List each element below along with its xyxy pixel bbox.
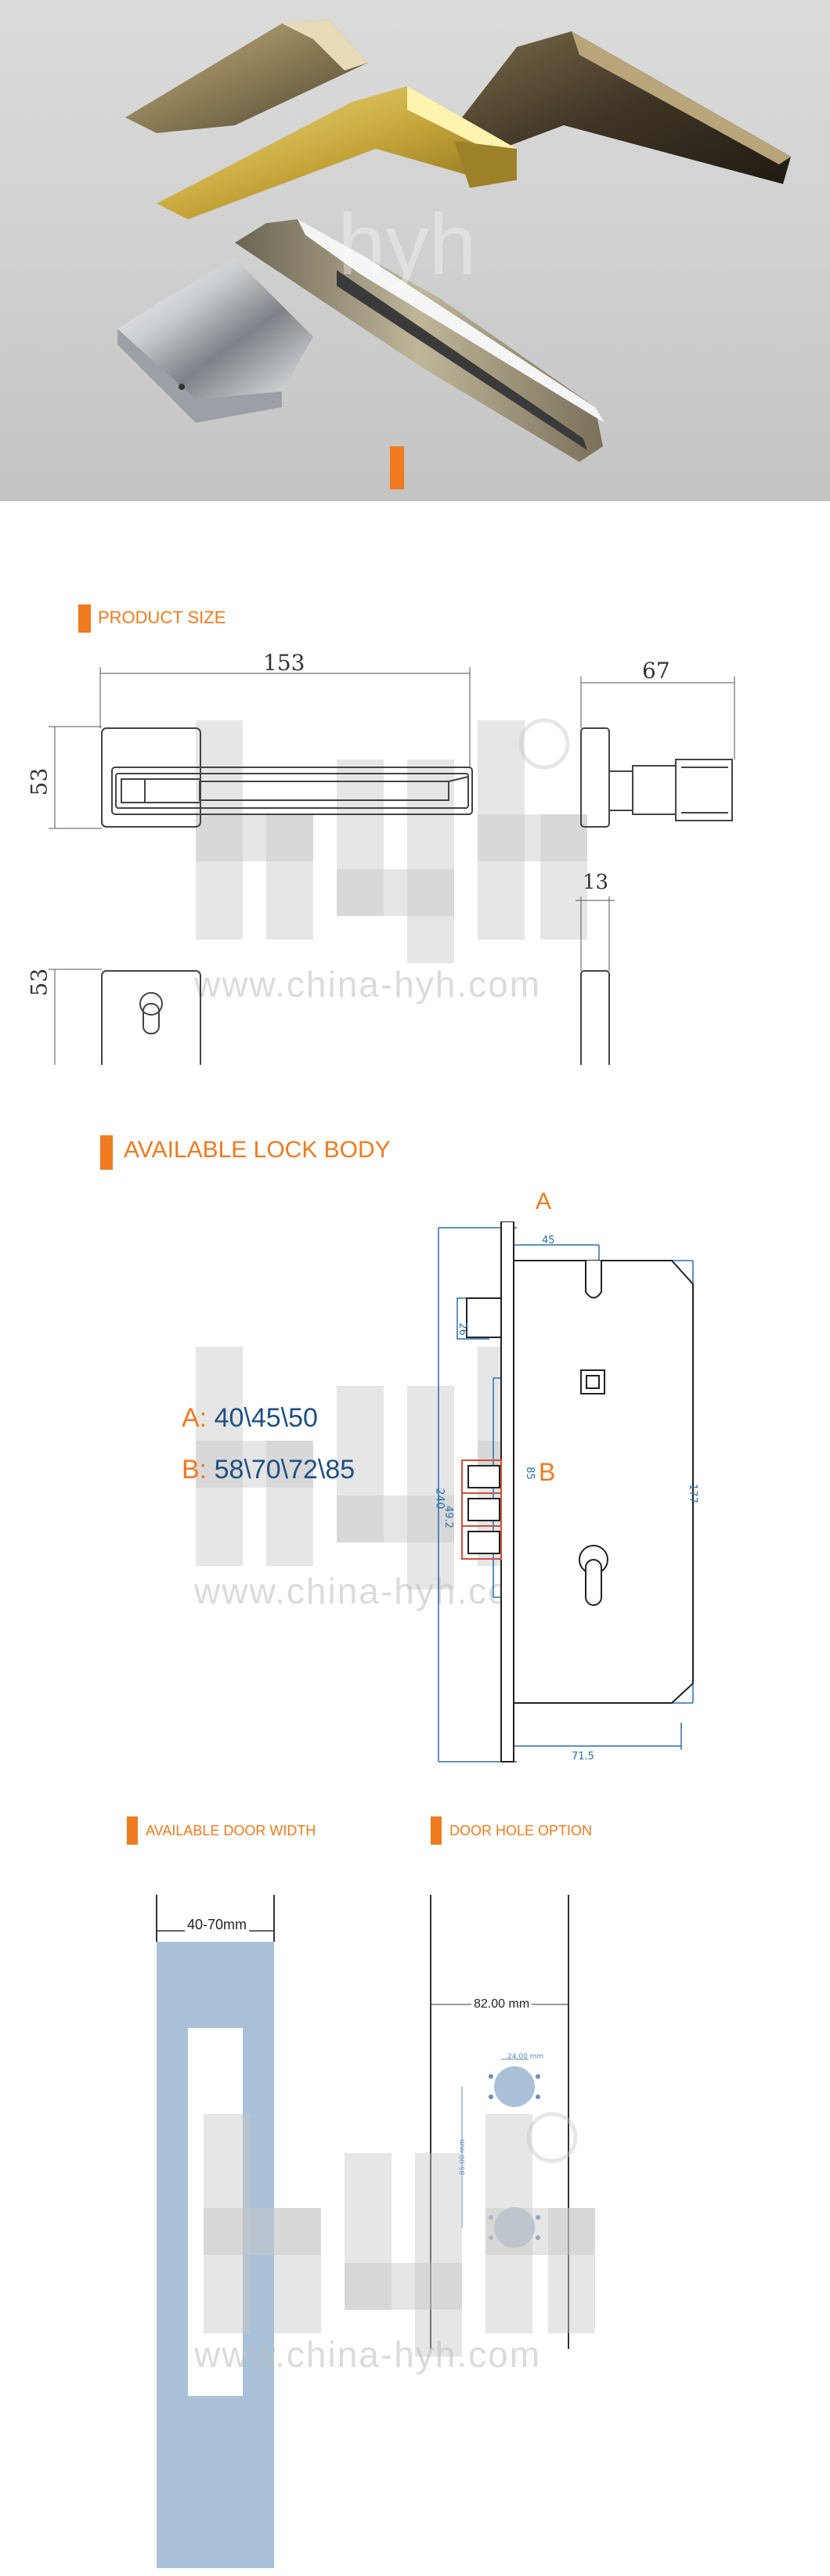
option-b-row: B: 58\70\72\85 — [182, 1455, 355, 1485]
dim-width-153: 153 — [263, 650, 305, 676]
dim-bolt-26: 26 — [456, 1322, 468, 1336]
option-b-label: B: — [182, 1455, 208, 1485]
dim-backset-45: 45 — [542, 1235, 555, 1247]
dim-bottom-71: 71.5 — [572, 1751, 594, 1762]
dim-height-53-bottom: 53 — [26, 968, 52, 997]
lock-body-title: AVAILABLE LOCK BODY — [124, 1137, 391, 1163]
svg-text:hyh: hyh — [337, 197, 476, 293]
option-a-label: A: — [182, 1403, 208, 1433]
product-size-drawing — [49, 667, 735, 1065]
watermark-url: www.china-hyh.com — [194, 1571, 542, 1611]
watermark-logo — [188, 713, 595, 963]
watermark-url: www.china-hyh.com — [194, 964, 542, 1005]
lock-body-drawing — [438, 1221, 694, 1762]
section-marker — [100, 1135, 113, 1170]
product-size-title: PRODUCT SIZE — [98, 608, 226, 627]
dim-thickness-13: 13 — [583, 871, 609, 894]
door-width-range: 40-70mm — [185, 1917, 250, 1933]
door-hole-diagram — [430, 1895, 569, 2349]
door-hole-top: 24.00 mm — [507, 2053, 544, 2061]
dim-height-53-top: 53 — [26, 767, 52, 796]
option-a-row: A: 40\45\50 — [182, 1403, 318, 1434]
dim-depth-67: 67 — [642, 658, 670, 684]
watermark-logo — [196, 2106, 603, 2357]
product-hero-photo: hyh — [0, 0, 830, 501]
section-marker — [78, 604, 91, 633]
door-hole-title: DOOR HOLE OPTION — [449, 1823, 593, 1838]
option-a-values: 40\45\50 — [214, 1403, 318, 1433]
marker-a: A — [536, 1189, 552, 1214]
door-width-diagram — [156, 1895, 275, 2568]
dim-height-177: 177 — [686, 1484, 698, 1503]
section-marker — [127, 1817, 138, 1845]
door-hole-width: 82.00 mm — [471, 1997, 532, 2011]
section-marker — [431, 1817, 442, 1845]
door-width-title: AVAILABLE DOOR WIDTH — [146, 1823, 316, 1838]
watermark-url: www.china-hyh.com — [194, 2334, 542, 2375]
door-handles-illustration: hyh — [117, 20, 791, 489]
option-b-values: 58\70\72\85 — [214, 1455, 355, 1485]
dim-latch-49: 49.2 — [442, 1506, 454, 1528]
marker-b: B — [539, 1458, 556, 1486]
dim-center-85: 85 — [523, 1467, 536, 1480]
